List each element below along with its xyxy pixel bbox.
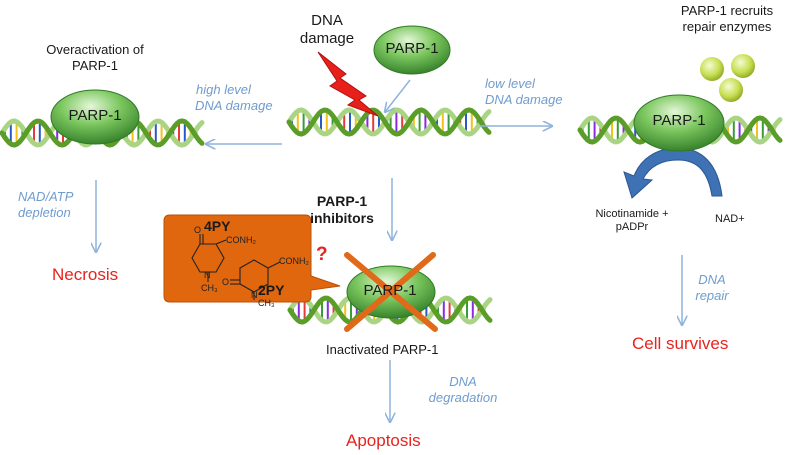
nicotinamide-line: pADPr bbox=[615, 221, 649, 234]
lightning-bolt-icon bbox=[317, 51, 379, 117]
parp1-oval bbox=[633, 94, 725, 152]
parp1-label: PARP-1 bbox=[68, 107, 122, 124]
low-level-line: low level bbox=[485, 76, 535, 91]
conh2-group-2py: CONH₂ bbox=[279, 256, 309, 266]
high-level-damage-label: high level DNA damage bbox=[195, 82, 273, 113]
nicotinamide-label: Nicotinamide + pADPr bbox=[595, 208, 668, 234]
cross-icon bbox=[344, 252, 438, 332]
dna-repair-label: DNA repair bbox=[695, 272, 728, 303]
dna-degradation-label: DNA degradation bbox=[429, 374, 498, 405]
high-level-line: high level bbox=[196, 82, 251, 97]
parp1-label: PARP-1 bbox=[363, 282, 417, 299]
dna-damage-line: DNA bbox=[311, 12, 343, 29]
inhibitors-line: inhibitors bbox=[310, 209, 374, 226]
overactivation-line: PARP-1 bbox=[71, 57, 118, 73]
dna-repair-line: DNA bbox=[698, 272, 726, 287]
apoptosis-label: Apoptosis bbox=[346, 431, 421, 450]
nad-plus-label: NAD+ bbox=[715, 213, 745, 225]
oxygen-atom-2py: O bbox=[222, 277, 230, 287]
nad-atp-line: depletion bbox=[18, 204, 71, 220]
parp1-label: PARP-1 bbox=[652, 112, 706, 129]
dna-repair-line: repair bbox=[695, 287, 729, 303]
repair-enzyme-icon bbox=[719, 78, 743, 102]
ch3-group-2py: CH₃ bbox=[258, 298, 275, 308]
inhibitors-line: PARP-1 bbox=[316, 193, 368, 209]
overactivation-line: Overactivation of bbox=[46, 42, 144, 57]
recruits-line: repair enzymes bbox=[682, 18, 772, 34]
arrow-parp-binding bbox=[385, 79, 411, 112]
nad-atp-depletion-label: NAD/ATP depletion bbox=[18, 189, 73, 220]
dna-degradation-line: DNA bbox=[449, 374, 477, 389]
dna-damage-line: damage bbox=[299, 30, 355, 47]
cell-survives-label: Cell survives bbox=[632, 334, 729, 353]
ch3-group-4py: CH₃ bbox=[201, 283, 218, 293]
nitrogen-atom-4py: N bbox=[204, 270, 211, 280]
repair-enzyme-icon bbox=[731, 54, 755, 78]
high-level-line: DNA damage bbox=[195, 97, 273, 113]
parp1-label: PARP-1 bbox=[385, 40, 439, 57]
necrosis-label: Necrosis bbox=[52, 265, 119, 284]
dna-helix-icon bbox=[286, 107, 492, 137]
question-mark: ? bbox=[316, 244, 328, 265]
recruits-line: PARP-1 recruits bbox=[680, 3, 774, 18]
inhibitors-label: PARP-1 inhibitors bbox=[310, 193, 374, 227]
inhibitor-callout bbox=[163, 214, 341, 303]
nitrogen-atom-2py: N bbox=[251, 290, 258, 300]
recruits-label: PARP-1 recruits repair enzymes bbox=[681, 3, 773, 34]
pyridone-2-structure bbox=[230, 259, 281, 300]
pyridone-4-structure bbox=[191, 234, 227, 282]
parp1-oval bbox=[50, 89, 140, 145]
repair-enzyme-icon bbox=[700, 57, 724, 81]
inactivated-parp1-label: Inactivated PARP-1 bbox=[326, 342, 439, 357]
low-level-damage-label: low level DNA damage bbox=[485, 76, 563, 107]
pyridone-4-label: 4PY bbox=[204, 218, 231, 234]
dna-degradation-line: degradation bbox=[428, 389, 498, 405]
pyridone-2-label: 2PY bbox=[258, 282, 285, 298]
overactivation-label: Overactivation of PARP-1 bbox=[46, 42, 144, 73]
curved-arrow-icon bbox=[623, 147, 723, 199]
conh2-group-4py: CONH₂ bbox=[226, 235, 256, 245]
nicotinamide-line: Nicotinamide + bbox=[595, 208, 669, 220]
low-level-line: DNA damage bbox=[485, 91, 563, 107]
nad-atp-line: NAD/ATP bbox=[18, 189, 74, 204]
oxygen-atom-4py: O bbox=[194, 225, 202, 235]
parp1-oval bbox=[373, 25, 451, 75]
dna-strand bbox=[286, 107, 492, 137]
dna-damage-label: DNA damage bbox=[300, 12, 354, 48]
